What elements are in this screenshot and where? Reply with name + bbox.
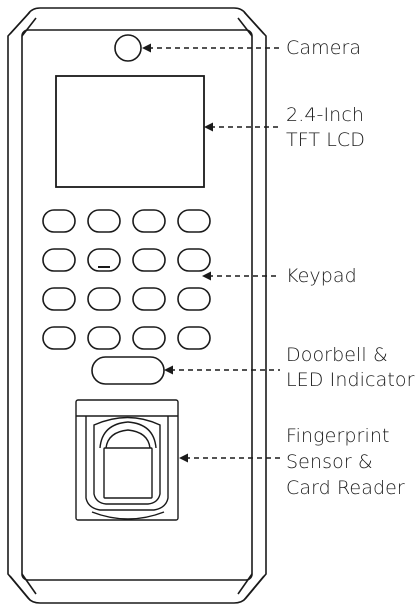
keypad [42, 209, 211, 350]
lcd-label-line-2: TFT LCD [286, 129, 366, 151]
fingerprint-housing-inner [93, 416, 161, 505]
keypad-key [132, 209, 166, 233]
fingerprint-label-line-3: Card Reader [286, 477, 405, 499]
camera-lens [114, 34, 142, 62]
fingerprint-dome-inner [105, 429, 151, 449]
keypad-key [42, 287, 76, 311]
device-outer-shell [7, 7, 267, 604]
keypad-arrowhead [202, 271, 211, 281]
keypad-key [42, 248, 76, 272]
camera-arrowhead [142, 43, 151, 53]
keypad-key [132, 248, 166, 272]
leader-arrowheads [142, 43, 213, 463]
keypad-key [177, 248, 211, 272]
doorbell-label-line-1: Doorbell & [286, 344, 388, 366]
doorbell-arrowhead [164, 365, 173, 375]
lcd-label-line-1: 2.4-Inch [286, 104, 365, 126]
keypad-key [132, 326, 166, 350]
keypad-key [42, 209, 76, 233]
keypad-key [177, 287, 211, 311]
fingerprint-arrowhead [179, 453, 188, 463]
fingerprint-housing [85, 416, 169, 511]
keypad-key [87, 287, 121, 311]
leader-lines [148, 47, 280, 459]
fingerprint-base [91, 511, 165, 520]
corner-bevel-bottom-left [9, 573, 37, 601]
device-body [7, 7, 267, 604]
keypad-key [42, 326, 76, 350]
fingerprint-label-line-2: Sensor & [286, 451, 373, 473]
keypad-key [177, 326, 211, 350]
fingerprint-dome-outer [99, 421, 157, 449]
doorbell-button [91, 356, 165, 385]
fingerprint-frame [75, 399, 179, 521]
fingerprint-label-line-1: Fingerprint [286, 425, 390, 447]
keypad-key [87, 326, 121, 350]
corner-bevel-top-left [9, 11, 37, 37]
corner-bevel-top-right [237, 11, 265, 37]
keypad-key [177, 209, 211, 233]
keypad-label: Keypad [286, 265, 357, 287]
fingerprint-scan-window [103, 447, 153, 499]
corner-bevel-bottom-right [237, 573, 265, 601]
lcd-arrowhead [204, 122, 213, 132]
lcd-screen [55, 75, 205, 188]
keypad-key [87, 209, 121, 233]
camera-label: Camera [286, 37, 362, 59]
keypad-key [132, 287, 166, 311]
keypad-key [87, 248, 121, 272]
doorbell-label-line-2: LED Indicator [286, 369, 415, 391]
fingerprint-sensor [75, 399, 179, 521]
device-front-panel [21, 29, 253, 581]
